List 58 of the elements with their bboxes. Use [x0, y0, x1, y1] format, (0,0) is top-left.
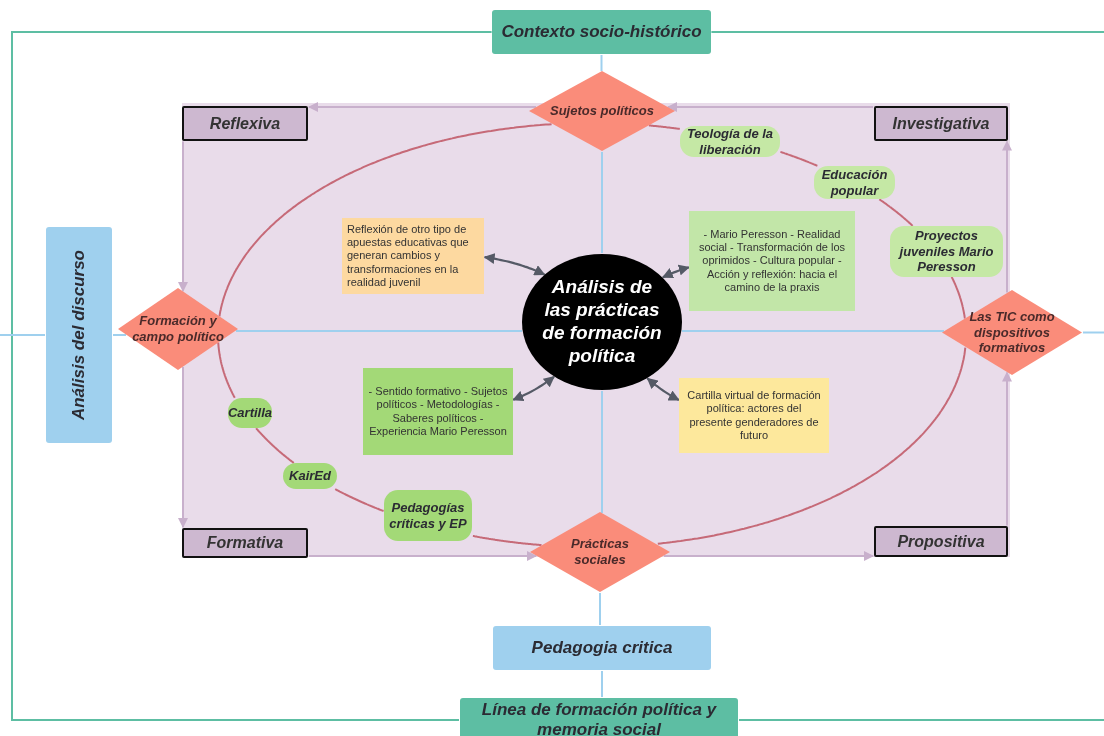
arrow	[646, 377, 680, 401]
connector-line	[11, 31, 493, 721]
connector-line	[601, 390, 603, 514]
topic-pill: Educación popular	[814, 166, 895, 199]
connector-line	[710, 31, 1104, 33]
connector-line	[600, 54, 603, 72]
connector-line	[950, 276, 966, 320]
arrow	[1002, 371, 1012, 527]
category-box: Contexto socio-histórico	[492, 10, 711, 54]
decision-diamond: Las TIC como dispositivos formativos	[942, 290, 1082, 375]
arrow	[308, 102, 537, 112]
decision-diamond: Prácticas sociales	[530, 512, 670, 592]
connector-line	[0, 334, 46, 336]
arrow	[1002, 140, 1012, 294]
connector-line	[738, 719, 1104, 721]
category-box: Análisis del discurso	[46, 227, 112, 443]
corner-label: Reflexiva	[182, 106, 308, 141]
topic-pill: Cartilla	[228, 398, 272, 428]
connector-line	[647, 124, 681, 130]
decision-diamond: Formación y campo político	[118, 288, 238, 370]
corner-label: Formativa	[182, 528, 308, 558]
connector-line	[218, 123, 553, 318]
connector-line	[255, 427, 295, 464]
connector-line	[601, 151, 603, 254]
connector-line	[112, 334, 127, 336]
category-box: Línea de formación política y memoria social	[460, 698, 738, 736]
connector-line	[235, 330, 523, 332]
decision-diamond: Sujetos políticos	[529, 71, 675, 151]
connector-line	[599, 592, 601, 626]
corner-label: Investigativa	[874, 106, 1008, 141]
connector-line	[471, 535, 543, 547]
note-box: - Sentido formativo - Sujetos políticos - Metodologías - Saberes políticos - Experiencia Mario Peresson	[363, 368, 513, 455]
connector-line	[878, 198, 914, 227]
connector-line	[681, 330, 945, 332]
connector-line	[779, 150, 819, 167]
connector-line	[601, 670, 603, 698]
arrow	[308, 551, 537, 561]
arrow	[667, 102, 874, 112]
topic-pill: Pedagogías críticas y EP	[384, 490, 472, 541]
note-box: Reflexión de otro tipo de apuestas educativas que generan cambios y transformaciones en la realidad juvenil	[342, 218, 484, 294]
connector-line	[1082, 331, 1104, 334]
arrow	[663, 551, 874, 561]
connector-line	[656, 346, 967, 545]
arrow	[661, 264, 690, 279]
central-ellipse: Análisis de las prácticas de formación política	[522, 254, 682, 390]
note-box: - Mario Peresson - Realidad social - Transformación de los oprimidos - Cultura popular - Acción y reflexión: hacia el camino de la praxis	[689, 211, 855, 311]
note-box: Cartilla virtual de formación política: actores del presente genderadores de futuro	[679, 378, 829, 453]
topic-pill: KairEd	[283, 463, 337, 489]
arrow	[178, 366, 188, 528]
topic-pill: Proyectos juveniles Mario Peresson	[890, 226, 1003, 277]
arrow	[483, 253, 546, 276]
topic-pill: Teología de la liberación	[680, 126, 780, 157]
corner-label: Propositiva	[874, 526, 1008, 557]
arrow	[178, 140, 188, 293]
category-box: Pedagogia critica	[493, 626, 711, 670]
arrow	[512, 375, 555, 402]
connector-line	[334, 488, 385, 512]
connector-line	[217, 341, 236, 399]
